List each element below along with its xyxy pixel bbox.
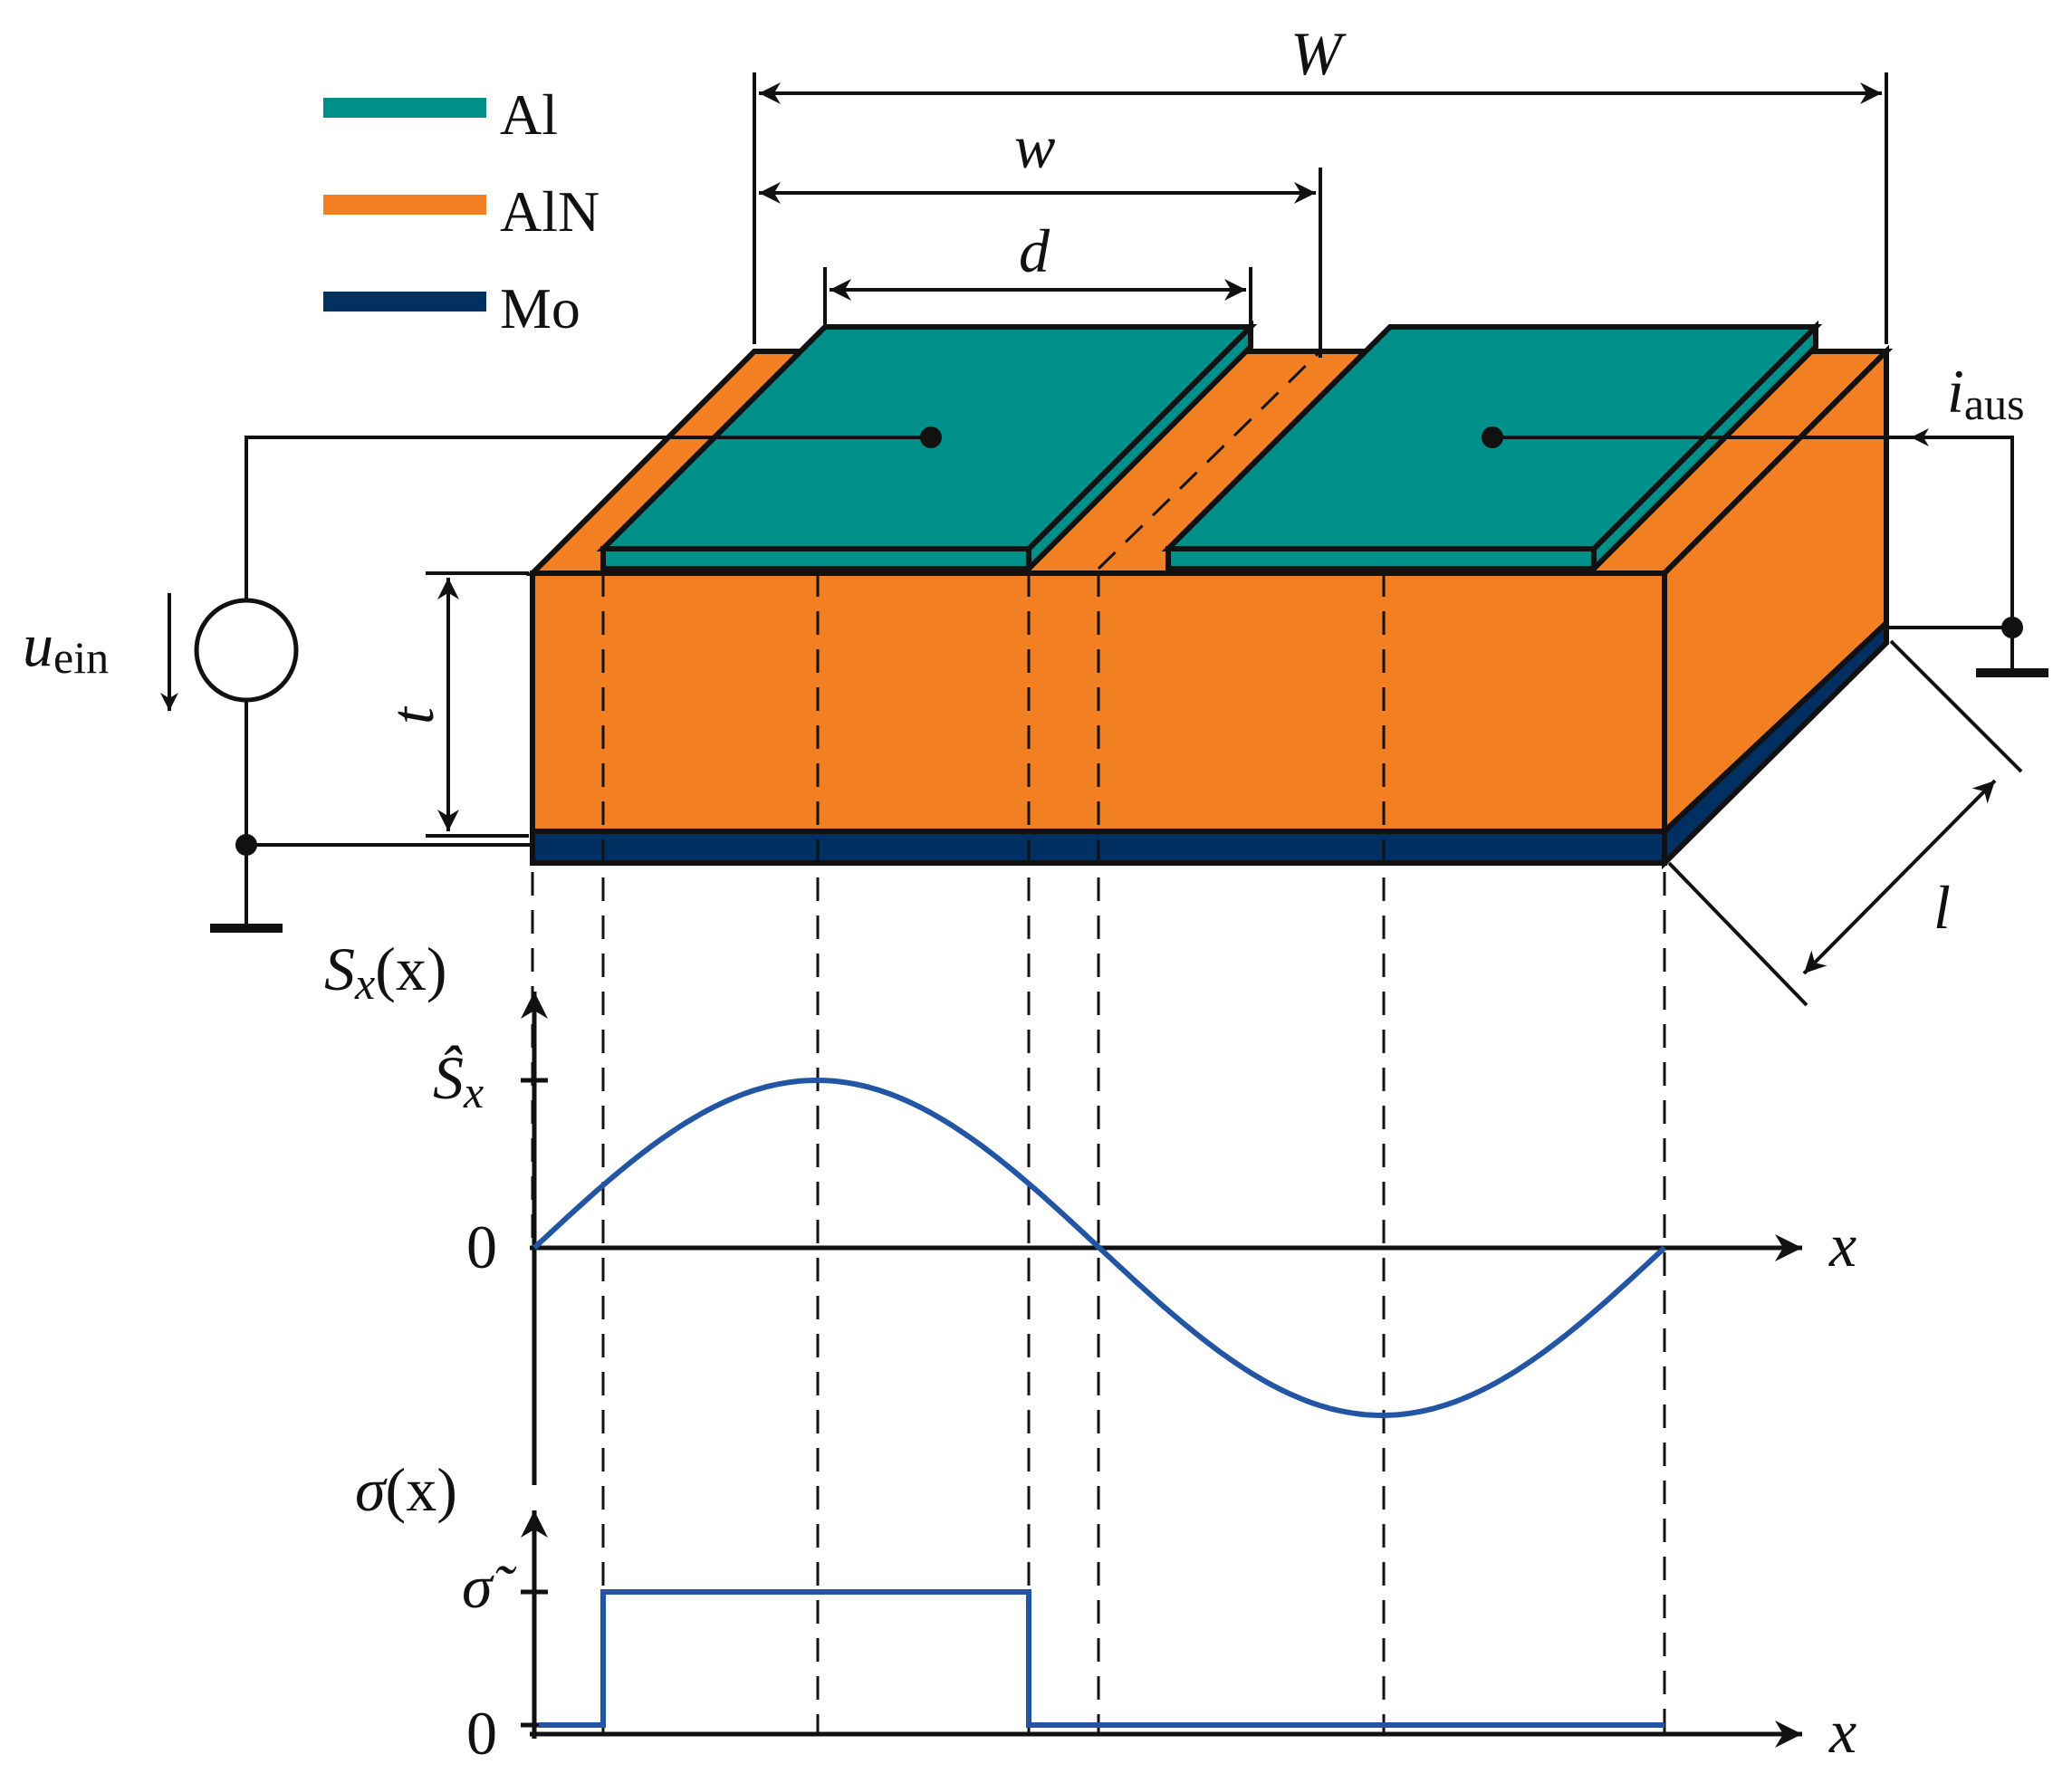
strain-peak-label: Ŝx	[433, 1043, 484, 1117]
dim-label-d: d	[1019, 216, 1050, 285]
strain-xlabel: x	[1828, 1211, 1856, 1280]
legend-swatch-aln	[323, 195, 486, 215]
node-electrode-right	[1482, 427, 1503, 448]
charge-plot: σ(x) σ̃ 0 x	[355, 1455, 1856, 1768]
dim-label-t: t	[378, 705, 446, 724]
charge-step-curve	[539, 1589, 1664, 1728]
strain-curve	[532, 1077, 1667, 1419]
dim-label-w: w	[1014, 112, 1055, 181]
dim-label-W: W	[1290, 19, 1347, 88]
charge-peak-label: σ̃	[462, 1552, 517, 1621]
charge-xlabel: x	[1828, 1697, 1856, 1766]
circuit-nodes	[235, 427, 2023, 856]
electrode-left-front	[600, 546, 1031, 571]
voltage-source	[194, 598, 299, 703]
strain-ylabel: Sx(x)	[324, 935, 447, 1009]
circuit	[160, 428, 2048, 933]
legend: Al AlN Mo	[323, 82, 600, 340]
gap-dashed-line	[1097, 350, 1322, 570]
dimension-lines	[426, 72, 2023, 1007]
node-electrode-left	[920, 427, 942, 448]
input-wire-top	[245, 436, 931, 600]
legend-label-aln: AlN	[500, 179, 600, 244]
legend-label-mo: Mo	[500, 276, 580, 340]
legend-label-al: Al	[500, 82, 558, 147]
charge-ylabel: σ(x)	[355, 1455, 457, 1524]
dim-l-arrow	[1802, 779, 1997, 975]
strain-zero-label: 0	[466, 1213, 497, 1281]
strain-plot: Sx(x) Ŝx 0 x	[324, 935, 1856, 1485]
dim-l-ext-bottom	[1667, 861, 1808, 1007]
dim-l-ext-top	[1889, 639, 2023, 773]
alignment-guides	[531, 573, 1666, 1734]
legend-swatch-mo	[323, 292, 486, 312]
node-output-mo	[2001, 617, 2023, 638]
label-i-aus: iaus	[1947, 357, 2025, 429]
output-wire-top	[1492, 436, 2014, 673]
electrode-right-front	[1166, 546, 1597, 571]
charge-zero-label: 0	[466, 1699, 497, 1768]
node-input-mo	[235, 834, 257, 856]
label-u-ein: uein	[23, 610, 109, 683]
legend-swatch-al	[323, 98, 486, 118]
dim-label-l: l	[1933, 873, 1951, 942]
